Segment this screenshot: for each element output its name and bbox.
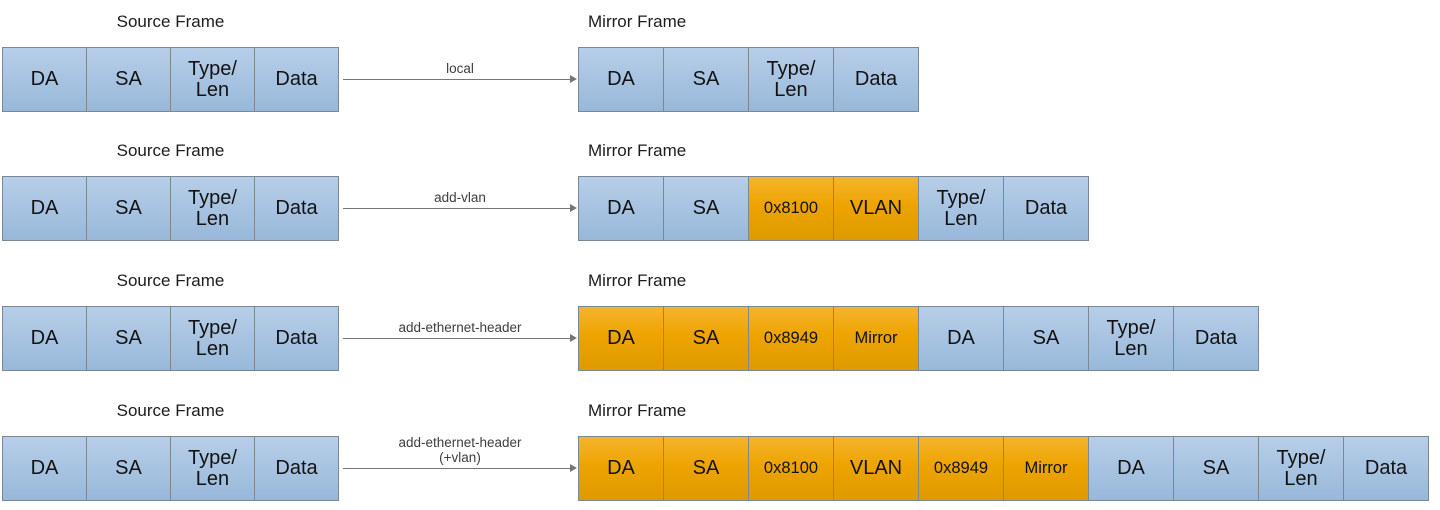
source-frame-title: Source Frame [116, 271, 225, 290]
frame-field: Data [254, 306, 339, 371]
frame-field: DA [1088, 436, 1174, 501]
arrow-line [343, 338, 572, 339]
frame-field: SA [663, 436, 749, 501]
frame-field: Data [254, 176, 339, 241]
arrow-line [343, 208, 572, 209]
frame-field: SA [86, 306, 171, 371]
frame-field: Type/ Len [748, 47, 834, 112]
frame-field: SA [663, 306, 749, 371]
frame-field: DA [578, 47, 664, 112]
source-frame-title: Source Frame [116, 141, 225, 160]
frame-field: Type/ Len [170, 306, 255, 371]
frame-field: DA [578, 436, 664, 501]
frame-field: DA [2, 306, 87, 371]
frame-field: SA [1173, 436, 1259, 501]
frame-field: Type/ Len [170, 176, 255, 241]
frame-field: 0x8100 [748, 176, 834, 241]
mode-arrow: local [343, 47, 577, 112]
frame-field: Data [1003, 176, 1089, 241]
mode-arrow-label: add-ethernet-header(+vlan) [343, 435, 577, 465]
frame-field: SA [1003, 306, 1089, 371]
frame-field: SA [663, 176, 749, 241]
frame-field: DA [578, 176, 664, 241]
frame-field: 0x8949 [748, 306, 834, 371]
frame-field: Mirror [1003, 436, 1089, 501]
mirror-frame-title: Mirror Frame [588, 271, 687, 290]
mode-arrow-label: local [343, 61, 577, 76]
frame-field: DA [918, 306, 1004, 371]
mode-arrow-label-line: (+vlan) [439, 450, 481, 465]
mode-arrow-label-line: local [446, 61, 474, 76]
frame-field: Type/ Len [1088, 306, 1174, 371]
mirror-frame-title: Mirror Frame [588, 141, 687, 160]
frame-field: Data [833, 47, 919, 112]
frame-field: Data [254, 47, 339, 112]
frame-field: SA [86, 436, 171, 501]
frame-field: DA [578, 306, 664, 371]
frame-field: Type/ Len [1258, 436, 1344, 501]
frame-field: SA [86, 176, 171, 241]
source-frame-title: Source Frame [116, 401, 225, 420]
frame-field: Data [254, 436, 339, 501]
frame-field: Type/ Len [918, 176, 1004, 241]
mode-arrow: add-ethernet-header(+vlan) [343, 435, 577, 501]
frame-field: Mirror [833, 306, 919, 371]
arrow-line [343, 468, 572, 469]
frame-field: Type/ Len [170, 436, 255, 501]
mirror-frame-title: Mirror Frame [588, 12, 687, 31]
frame-field: Data [1343, 436, 1429, 501]
mode-arrow: add-ethernet-header [343, 306, 577, 371]
mirror-frame-title: Mirror Frame [588, 401, 687, 420]
arrowhead-icon [570, 75, 577, 83]
source-frame-title: Source Frame [116, 12, 225, 31]
mode-arrow-label-line: add-ethernet-header [398, 435, 522, 450]
frame-field: 0x8100 [748, 436, 834, 501]
frame-field: Data [1173, 306, 1259, 371]
frame-field: DA [2, 47, 87, 112]
arrowhead-icon [570, 204, 577, 212]
mode-arrow: add-vlan [343, 176, 577, 241]
frame-field: DA [2, 176, 87, 241]
mode-arrow-label-line: add-ethernet-header [398, 320, 522, 335]
frame-field: VLAN [833, 436, 919, 501]
mode-arrow-label: add-ethernet-header [343, 320, 577, 335]
arrowhead-icon [570, 464, 577, 472]
frame-field: DA [2, 436, 87, 501]
frame-field: SA [86, 47, 171, 112]
arrowhead-icon [570, 334, 577, 342]
frame-field: Type/ Len [170, 47, 255, 112]
mode-arrow-label: add-vlan [343, 190, 577, 205]
frame-field: VLAN [833, 176, 919, 241]
arrow-line [343, 79, 572, 80]
mode-arrow-label-line: add-vlan [434, 190, 486, 205]
frame-field: 0x8949 [918, 436, 1004, 501]
frame-field: SA [663, 47, 749, 112]
